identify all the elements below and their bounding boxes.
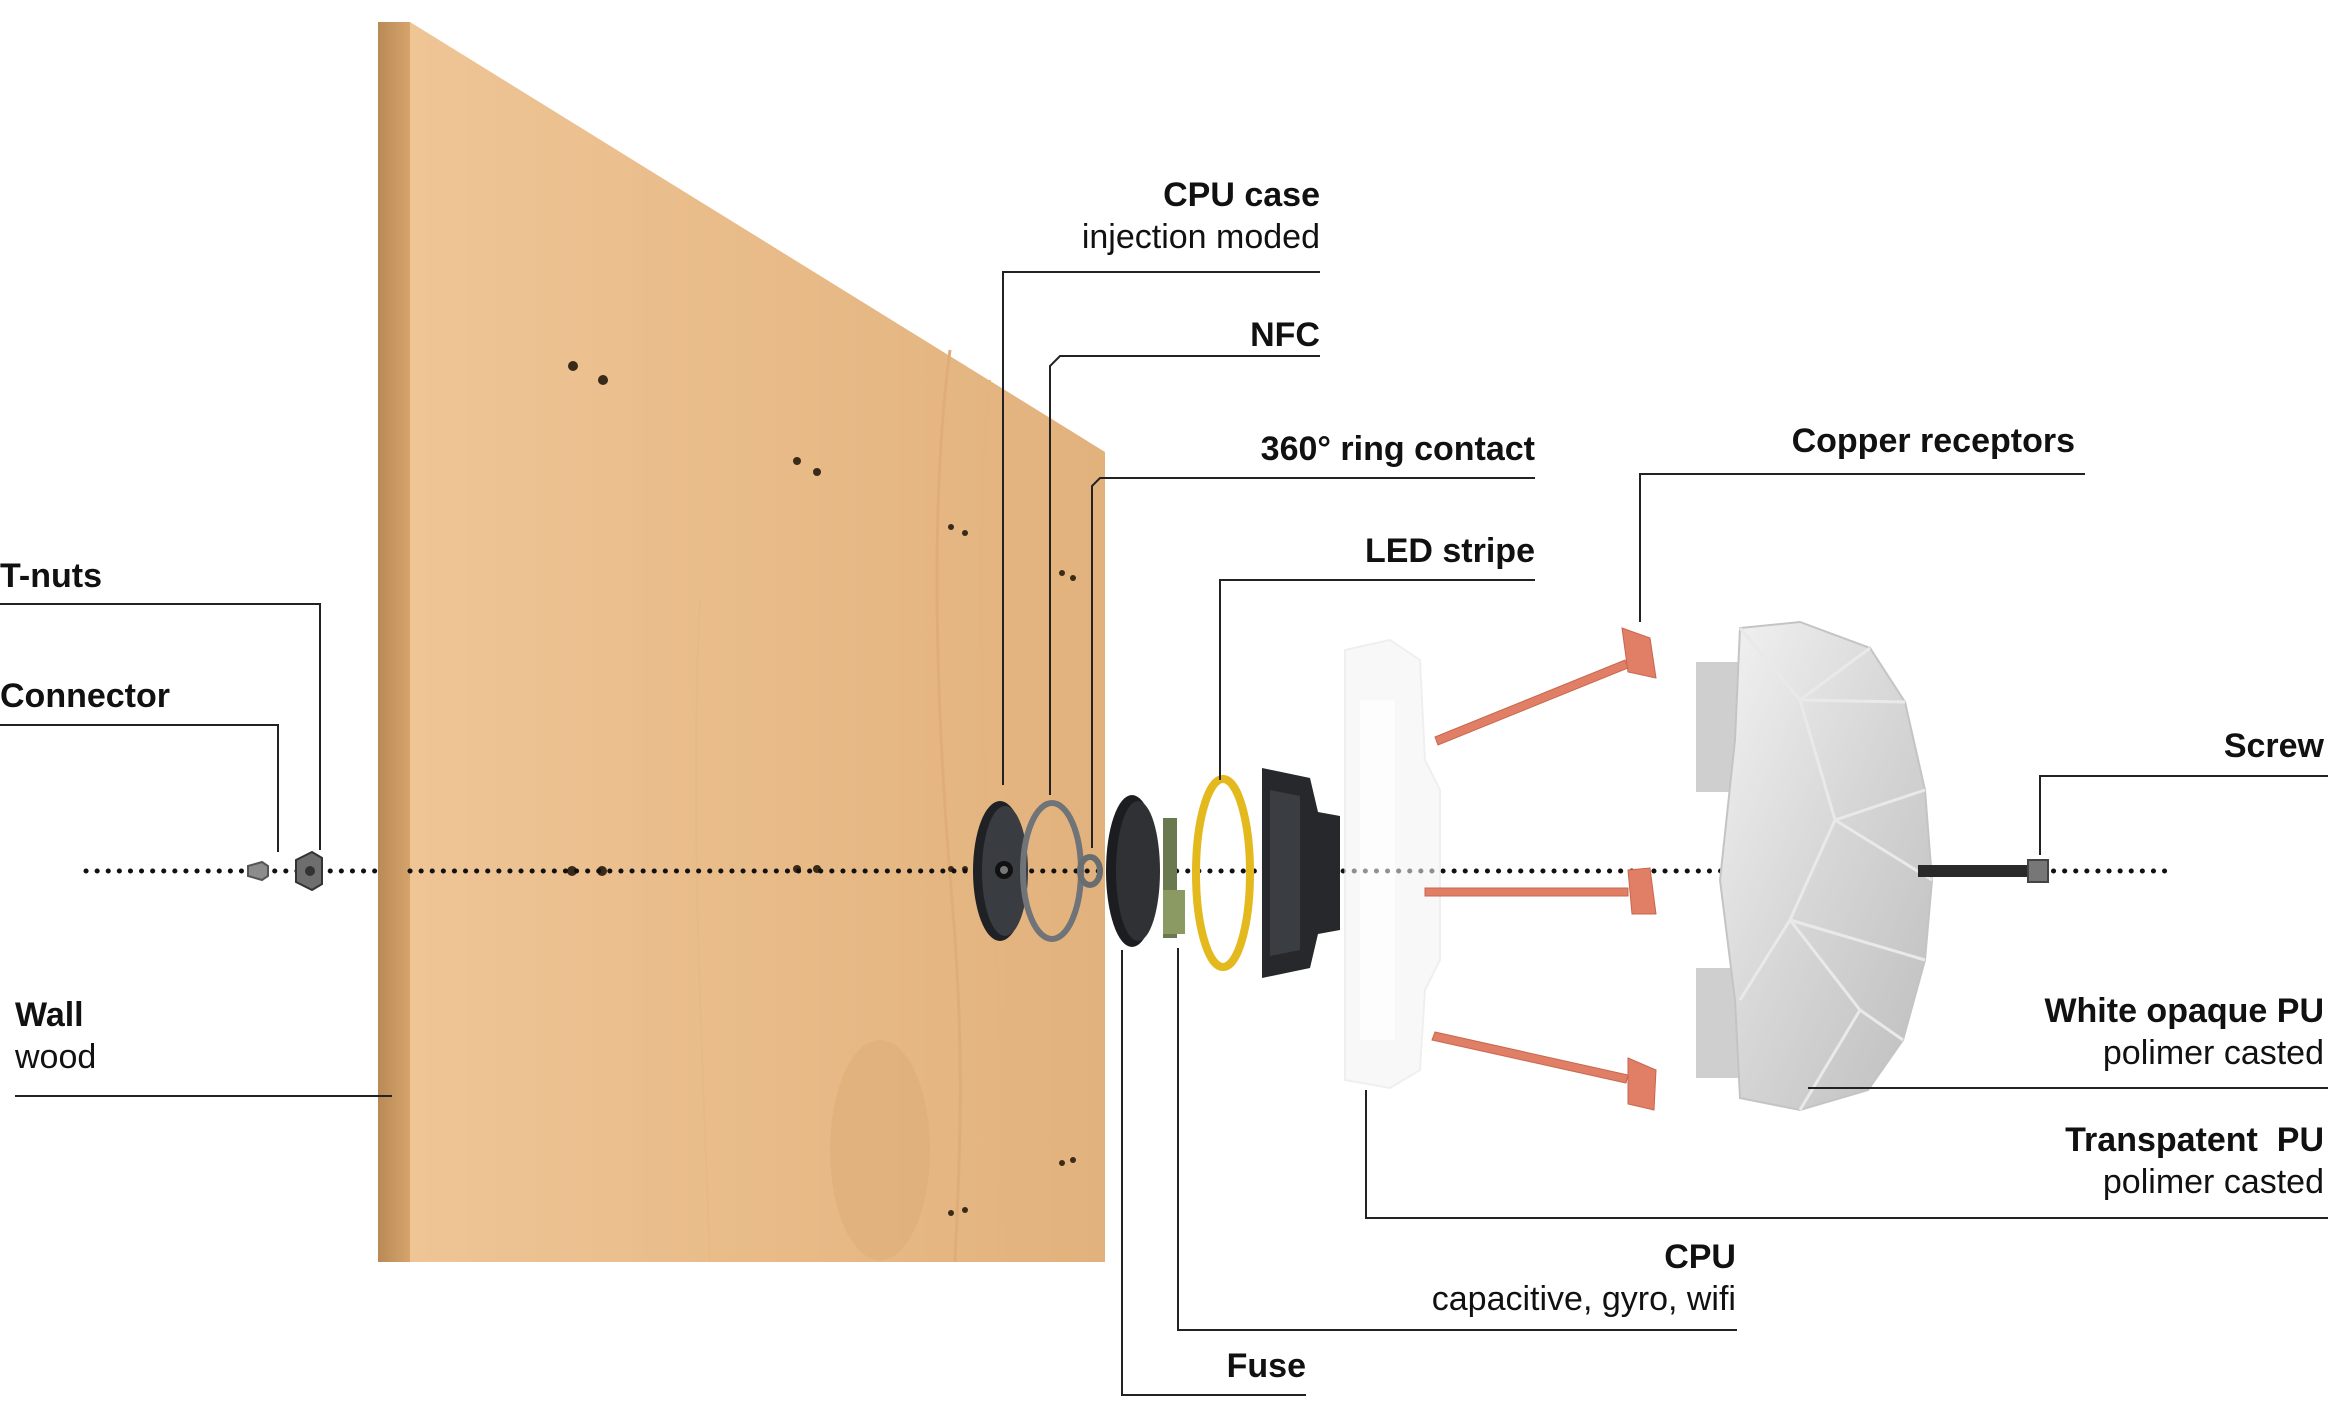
copper-receptors-leader [1639,473,2085,622]
transparent-pu-leader [1365,1090,2328,1219]
white-opaque-pu-subtitle: polimer casted [2102,1034,2324,1072]
label-copper-receptors: Copper receptors [1792,420,2075,462]
label-screw: Screw [2224,725,2324,767]
copper-receptors-title: Copper receptors [1791,422,2075,460]
label-ring-contact: 360° ring contact [1261,428,1535,470]
cpu-case-leader [1002,271,1320,785]
led-stripe-ring [1192,775,1254,971]
wall-face [410,22,1105,1262]
label-white-opaque-pu: White opaque PU polimer casted [2044,990,2324,1074]
label-transparent-pu: Transpatent PU polimer casted [2065,1119,2324,1203]
nfc-title: NFC [1250,316,1320,354]
cpu-case-subtitle: injection moded [1081,218,1320,256]
transparent-pu-part [1344,638,1441,1090]
wall-board [378,22,1105,1263]
screw-part [1918,859,2049,883]
wall-edge [378,22,410,1262]
connector-title: Connector [0,677,170,715]
wall-title: Wall [15,996,84,1034]
label-connector: Connector [0,675,170,717]
label-cpu-case: CPU case injection moded [1082,174,1320,258]
white-pu-dome [1696,620,1934,1112]
white-opaque-pu-title: White opaque PU [2044,992,2324,1030]
cpu-case-title: CPU case [1163,176,1320,214]
wall-subtitle: wood [15,1038,97,1076]
transparent-pu-title: Transpatent PU [2065,1121,2324,1159]
led-stripe-title: LED stripe [1364,532,1535,570]
nfc-leader [1049,355,1320,795]
connector-leader [0,724,279,852]
fuse-title: Fuse [1226,1347,1306,1385]
cpu-leader [1177,948,1737,1331]
screw-title: Screw [2223,727,2324,765]
copper-receptors-part [1424,627,1657,1111]
leader-lines [0,271,2328,1396]
led-stripe-leader [1219,579,1535,780]
cpu-title: CPU [1664,1238,1736,1276]
transparent-pu-subtitle: polimer casted [2102,1163,2324,1201]
wood-grain [694,599,711,1263]
t-nuts-title: T-nuts [0,557,102,595]
ring-contact-leader [1091,477,1535,848]
cpu-frame-part [1262,768,1340,978]
label-wall: Wall wood [15,994,96,1078]
label-cpu: CPU capacitive, gyro, wifi [1432,1236,1736,1320]
screw-leader [2039,775,2328,855]
t-nuts-leader [0,603,321,850]
label-led-stripe: LED stripe [1365,530,1535,572]
fuse-leader [1121,950,1306,1396]
cpu-case-part [973,801,1028,941]
cpu-subtitle: capacitive, gyro, wifi [1431,1280,1736,1318]
connector-part [247,860,269,882]
ring-contact-title: 360° ring contact [1260,430,1535,468]
fuse-housing-part [1106,795,1160,947]
wood-shadow [830,1040,930,1260]
wood-grain [935,349,962,1263]
label-fuse: Fuse [1227,1345,1306,1387]
ring-contact-part [1077,854,1103,888]
t-nut-part [295,850,323,892]
label-nfc: NFC [1250,314,1320,356]
label-t-nuts: T-nuts [0,555,102,597]
cpu-board-part [1163,818,1185,938]
